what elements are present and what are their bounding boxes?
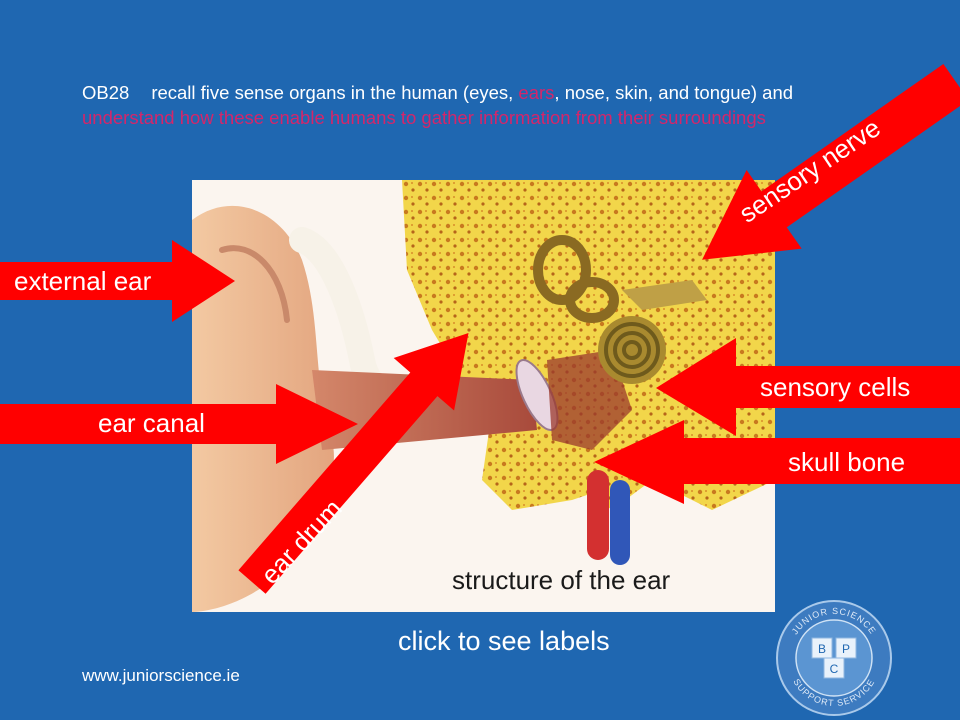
junior-science-logo: JUNIOR SCIENCE SUPPORT SERVICE B P C [776, 600, 892, 716]
objective-code: OB28 [82, 82, 130, 103]
logo-letter-p: P [842, 642, 850, 656]
semicircular-canals-illustration [533, 235, 619, 323]
diagram-caption: structure of the ear [452, 565, 671, 595]
sensory-nerve-arrow [702, 63, 960, 260]
objective-ears-highlight: ears [518, 82, 555, 103]
vein-illustration [610, 480, 630, 565]
logo-letter-b: B [818, 642, 826, 656]
logo-tile-p [835, 637, 857, 659]
external-ear-arrow [0, 240, 235, 322]
learning-objective: OB28 recall five sense organs in the huma… [82, 80, 882, 130]
objective-text-start: recall five sense organs in the human (e… [151, 82, 519, 103]
cochlea-illustration [598, 316, 666, 384]
click-to-see-labels-prompt[interactable]: click to see labels [398, 626, 610, 656]
skull-bone-label: skull bone [788, 447, 906, 477]
nerve-illustration [622, 280, 707, 310]
ear-drum-arrow [238, 332, 469, 594]
logo-tile-c [823, 657, 845, 679]
ear-fold-illustration [219, 245, 290, 323]
sensory-cells-arrow [656, 338, 960, 436]
skull-bone-arrow [594, 420, 960, 504]
ear-canal-label: ear canal [98, 408, 205, 438]
sensory-cells-label: sensory cells [760, 372, 911, 402]
website-url: www.juniorscience.ie [82, 666, 240, 685]
external-ear-label: external ear [14, 266, 152, 296]
ear-canal-arrow [0, 384, 358, 464]
objective-text-middle: , nose, skin, and tongue) and [554, 82, 794, 103]
objective-understanding-highlight: understand how these enable humans to ga… [82, 107, 766, 128]
logo-tile-b [811, 637, 833, 659]
logo-letter-c: C [830, 662, 839, 676]
artery-illustration [587, 470, 609, 560]
